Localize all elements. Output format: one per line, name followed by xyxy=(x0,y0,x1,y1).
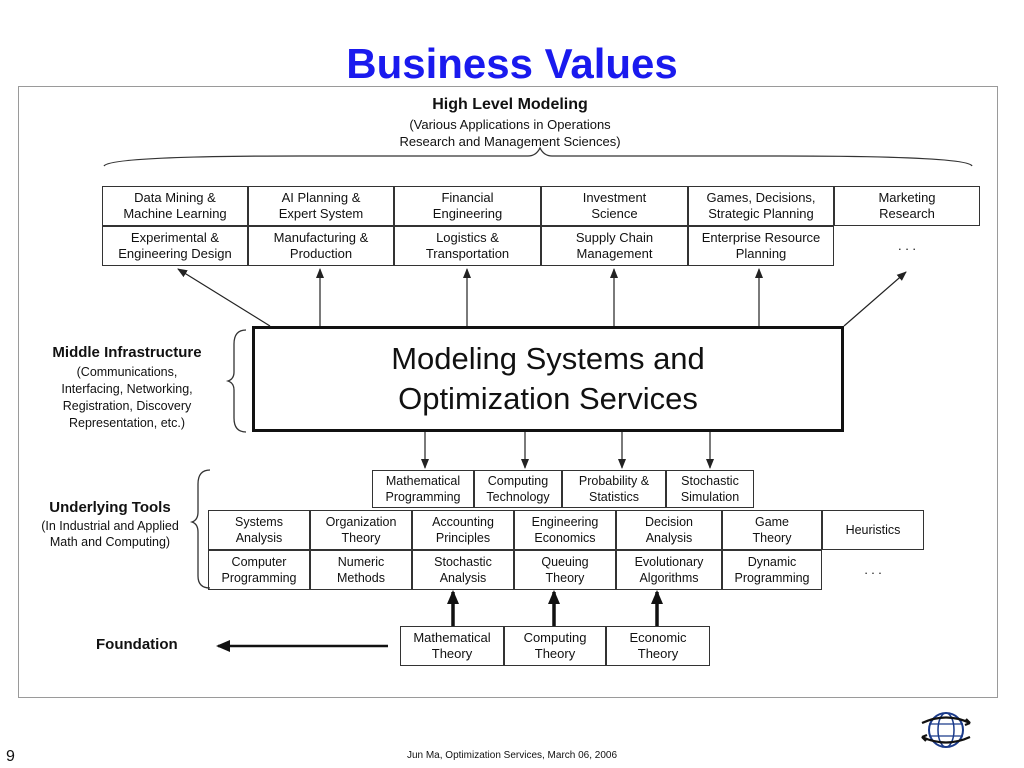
middle-infrastructure-subtitle: (Communications, Interfacing, Networking… xyxy=(61,365,193,430)
tool-game-theory: Game Theory xyxy=(722,510,822,550)
application-logistics-transportation: Logistics & Transportation xyxy=(394,226,541,266)
application-more: . . . xyxy=(834,226,980,266)
tool-probability-statistics: Probability & Statistics xyxy=(562,470,666,508)
application-supply-chain-management: Supply Chain Management xyxy=(541,226,688,266)
foundation-computing-theory: Computing Theory xyxy=(504,626,606,666)
application-manufacturing-production: Manufacturing & Production xyxy=(248,226,394,266)
tool-organization-theory: Organization Theory xyxy=(310,510,412,550)
application-investment-science: Investment Science xyxy=(541,186,688,226)
tool-queuing-theory: Queuing Theory xyxy=(514,550,616,590)
application-games-decisions-strategic-planning: Games, Decisions, Strategic Planning xyxy=(688,186,834,226)
tool-numeric-methods: Numeric Methods xyxy=(310,550,412,590)
core-services-box: Modeling Systems and Optimization Servic… xyxy=(252,326,844,432)
foundation-mathematical-theory: Mathematical Theory xyxy=(400,626,504,666)
application-ai-planning-expert-system: AI Planning & Expert System xyxy=(248,186,394,226)
tool-stochastic-analysis: Stochastic Analysis xyxy=(412,550,514,590)
tool-evolutionary-algorithms: Evolutionary Algorithms xyxy=(616,550,722,590)
tool-stochastic-simulation: Stochastic Simulation xyxy=(666,470,754,508)
application-experimental-engineering-design: Experimental & Engineering Design xyxy=(102,226,248,266)
tool-engineering-economics: Engineering Economics xyxy=(514,510,616,550)
tool-systems-analysis: Systems Analysis xyxy=(208,510,310,550)
underlying-tools-title: Underlying Tools xyxy=(49,499,171,516)
high-level-title: High Level Modeling xyxy=(432,96,588,113)
tool-decision-analysis: Decision Analysis xyxy=(616,510,722,550)
middle-infrastructure-title: Middle Infrastructure xyxy=(52,344,202,361)
footer-text: Jun Ma, Optimization Services, March 06,… xyxy=(406,750,618,761)
tool-heuristics: Heuristics xyxy=(822,510,924,550)
page-number: 9 xyxy=(6,748,15,765)
tool-more: . . . xyxy=(822,550,924,590)
tool-dynamic-programming: Dynamic Programming xyxy=(722,550,822,590)
foundation-economic-theory: Economic Theory xyxy=(606,626,710,666)
underlying-tools-subtitle: (In Industrial and Applied Math and Comp… xyxy=(41,519,179,549)
tool-mathematical-programming: Mathematical Programming xyxy=(372,470,474,508)
tool-computing-technology: Computing Technology xyxy=(474,470,562,508)
application-enterprise-resource-planning: Enterprise Resource Planning xyxy=(688,226,834,266)
high-level-subtitle: (Various Applications in Operations Rese… xyxy=(399,117,621,149)
application-data-mining-machine-learning: Data Mining & Machine Learning xyxy=(102,186,248,226)
application-marketing-research: Marketing Research xyxy=(834,186,980,226)
slide-title: Business Values xyxy=(346,40,678,87)
diagram-frame xyxy=(18,86,998,698)
tool-accounting-principles: Accounting Principles xyxy=(412,510,514,550)
application-financial-engineering: Financial Engineering xyxy=(394,186,541,226)
tool-computer-programming: Computer Programming xyxy=(208,550,310,590)
foundation-label: Foundation xyxy=(96,636,178,653)
globe-os-logo-icon xyxy=(921,712,971,748)
